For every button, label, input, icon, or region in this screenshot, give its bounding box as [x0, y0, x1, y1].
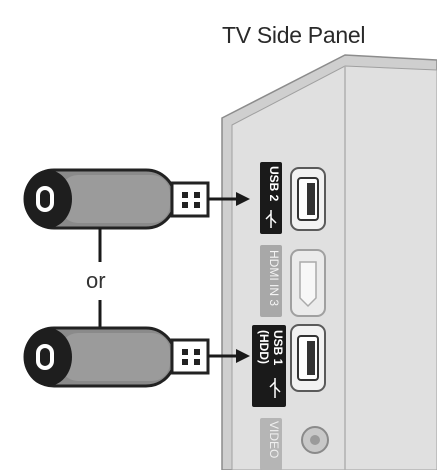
usb-symbol-icon: [265, 210, 277, 228]
arrow-icon: [236, 349, 250, 363]
usb2-label: USB 2: [267, 166, 281, 202]
hdmi3-label: HDMI IN 3: [267, 250, 281, 307]
video-label: VIDEO: [267, 421, 281, 459]
usb1-hdd-label: (HDD): [257, 330, 271, 364]
usb-drive-icon: [23, 326, 210, 388]
tv-side-panel: [221, 54, 437, 471]
or-label: or: [86, 268, 106, 293]
video-port: [301, 426, 329, 454]
panel-title: TV Side Panel: [222, 22, 366, 48]
usb-drive-icon: [23, 168, 210, 230]
usb2-label-bg: [260, 162, 282, 234]
hdmi3-port: [290, 249, 326, 317]
usb-symbol-icon: [269, 378, 281, 398]
usb2-port: [290, 167, 326, 231]
usb1-port: [290, 324, 326, 392]
hdmi3-label-bg: [260, 245, 282, 317]
video-label-bg: [260, 418, 282, 470]
usb1-label-bg: [252, 325, 286, 407]
arrow-icon: [236, 192, 250, 206]
usb1-label: USB 1: [271, 330, 285, 366]
